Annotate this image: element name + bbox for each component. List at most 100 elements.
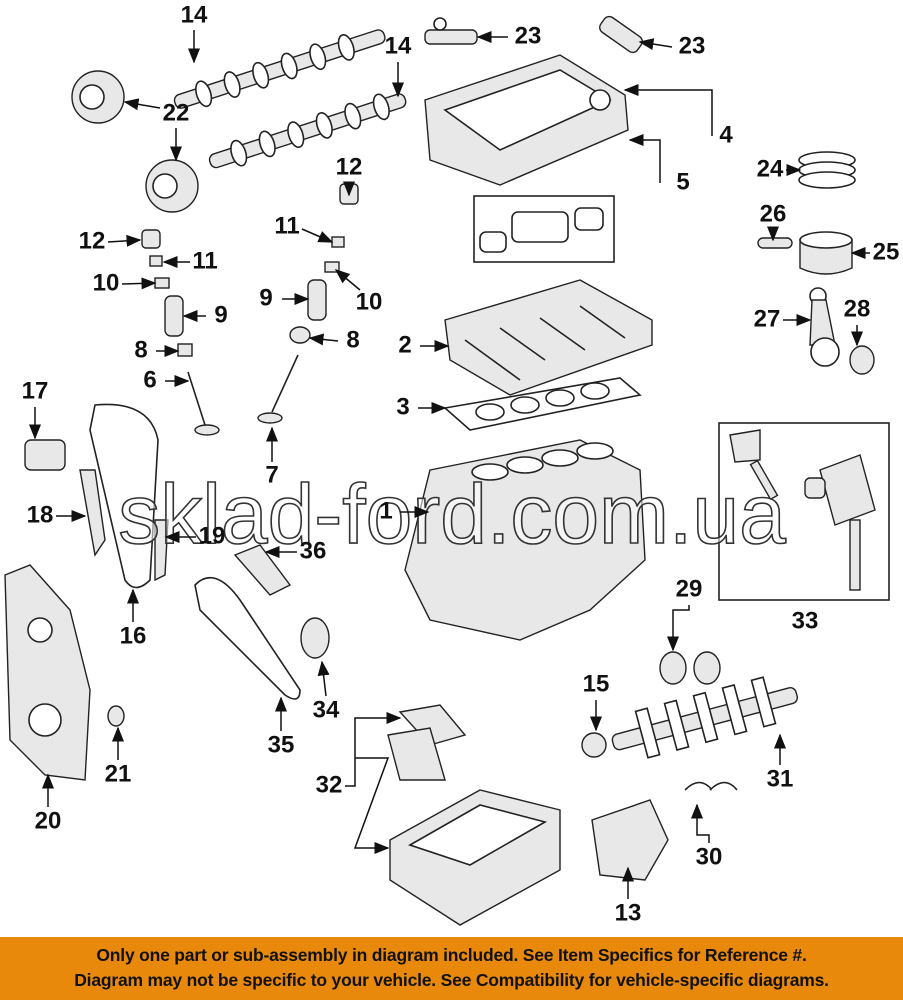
callout-8: 8 [346,326,359,353]
callout-34: 34 [313,696,340,723]
head-gasket-part [443,377,642,431]
chain-guide-36-part [233,544,292,596]
callout-10: 10 [356,288,383,315]
vct-gear-part [145,159,199,213]
timing-chain-part [89,403,159,589]
callout-12: 12 [336,153,363,180]
disclaimer-line-1: Only one part or sub-assembly in diagram… [96,945,807,965]
callout-35: 35 [268,731,295,758]
callout-2: 2 [398,331,411,358]
leader-line-23 [638,38,673,51]
valve-spring-part [307,279,327,321]
leader-line-12 [107,234,142,247]
leader-line-10 [334,269,361,291]
callout-16: 16 [120,622,147,649]
leader-line-8 [308,333,339,346]
leader-line-4 [623,84,713,136]
leader-line-34 [317,660,330,697]
callout-18: 18 [27,501,54,528]
callout-1: 1 [379,497,392,524]
leader-line-11 [301,228,334,243]
callout-29: 29 [676,575,703,602]
callouts: 14 14 23 23 22 4 5 24 26 25 12 12 11 11 10 10 9 9 8 8 6 2 27 28… [22,1,900,926]
callout-36: 36 [300,537,327,564]
callout-28: 28 [844,295,871,322]
callout-33: 33 [792,607,819,634]
callout-14: 14 [181,1,208,28]
callout-27: 27 [754,305,781,332]
disclaimer-line-2: Diagram may not be specific to your vehi… [74,970,829,990]
crank-sprocket-part [581,732,607,758]
callout-26: 26 [760,200,787,227]
callout-8: 8 [134,336,147,363]
solenoid-part [599,15,643,54]
callout-23: 23 [515,22,542,49]
callout-12: 12 [79,227,106,254]
callout-23: 23 [679,32,706,59]
disclaimer-footer: Only one part or sub-assembly in diagram… [0,937,903,1000]
oil-pump-part [729,429,876,591]
leader-line-22 [123,98,161,111]
timing-cover-part [4,564,91,781]
camshaft-part [208,93,407,169]
leader-line-30 [691,803,710,843]
callout-14: 14 [385,32,412,59]
connecting-rod-part [809,287,840,367]
engine-block-part [404,439,646,641]
oil-pan-part [389,789,561,926]
leader-line-29 [667,605,690,652]
leader-line-32 [353,757,390,854]
callout-21: 21 [105,760,132,787]
intake-valve-part [187,371,220,436]
drive-belt-part [194,576,301,700]
valve-cover-part [424,54,629,186]
callout-9: 9 [259,284,272,311]
solenoid-part [424,17,478,45]
piston-pin-part [757,237,793,249]
piston-rings-part [798,151,856,189]
callout-4: 4 [719,121,733,148]
callout-24: 24 [757,155,784,182]
callout-22: 22 [163,99,190,126]
callout-10: 10 [93,269,120,296]
parts-drawings [4,15,890,926]
callout-6: 6 [143,366,156,393]
rod-bearing-part [849,345,875,375]
valve-spring-part [164,295,184,337]
watermark: sklad-ford.com.ua [118,467,786,561]
vct-gear-part [71,70,125,124]
callout-13: 13 [615,899,642,926]
callout-11: 11 [192,247,217,274]
callout-3: 3 [396,393,409,420]
cylinder-head-part [444,279,653,396]
callout-5: 5 [676,168,689,195]
leader-lines [29,30,870,899]
callout-19: 19 [199,522,226,549]
baffle-part [387,704,467,781]
leader-line-5 [628,134,661,183]
callout-32: 32 [316,771,343,798]
retainer-part [149,236,345,357]
callout-15: 15 [583,670,610,697]
gasket-set-part [473,195,615,263]
oil-pump-assembly-box [718,422,890,601]
seal-part [107,705,125,727]
tensioner-part [24,439,66,471]
crankshaft-part [611,676,799,759]
exhaust-valve-part [257,354,299,424]
camshaft-part [173,29,386,109]
leader-line-32 [345,712,402,787]
callout-31: 31 [767,765,794,792]
callout-7: 7 [265,461,278,488]
main-bearings-part [659,651,721,685]
callout-11: 11 [274,212,299,239]
callout-17: 17 [22,377,49,404]
piston-part [799,231,853,275]
bearing-cap-part [591,799,669,881]
callout-25: 25 [873,238,900,265]
callout-30: 30 [696,843,723,870]
sprocket-part [300,617,330,659]
thrust-washers-part [684,781,738,791]
callout-9: 9 [214,301,227,328]
